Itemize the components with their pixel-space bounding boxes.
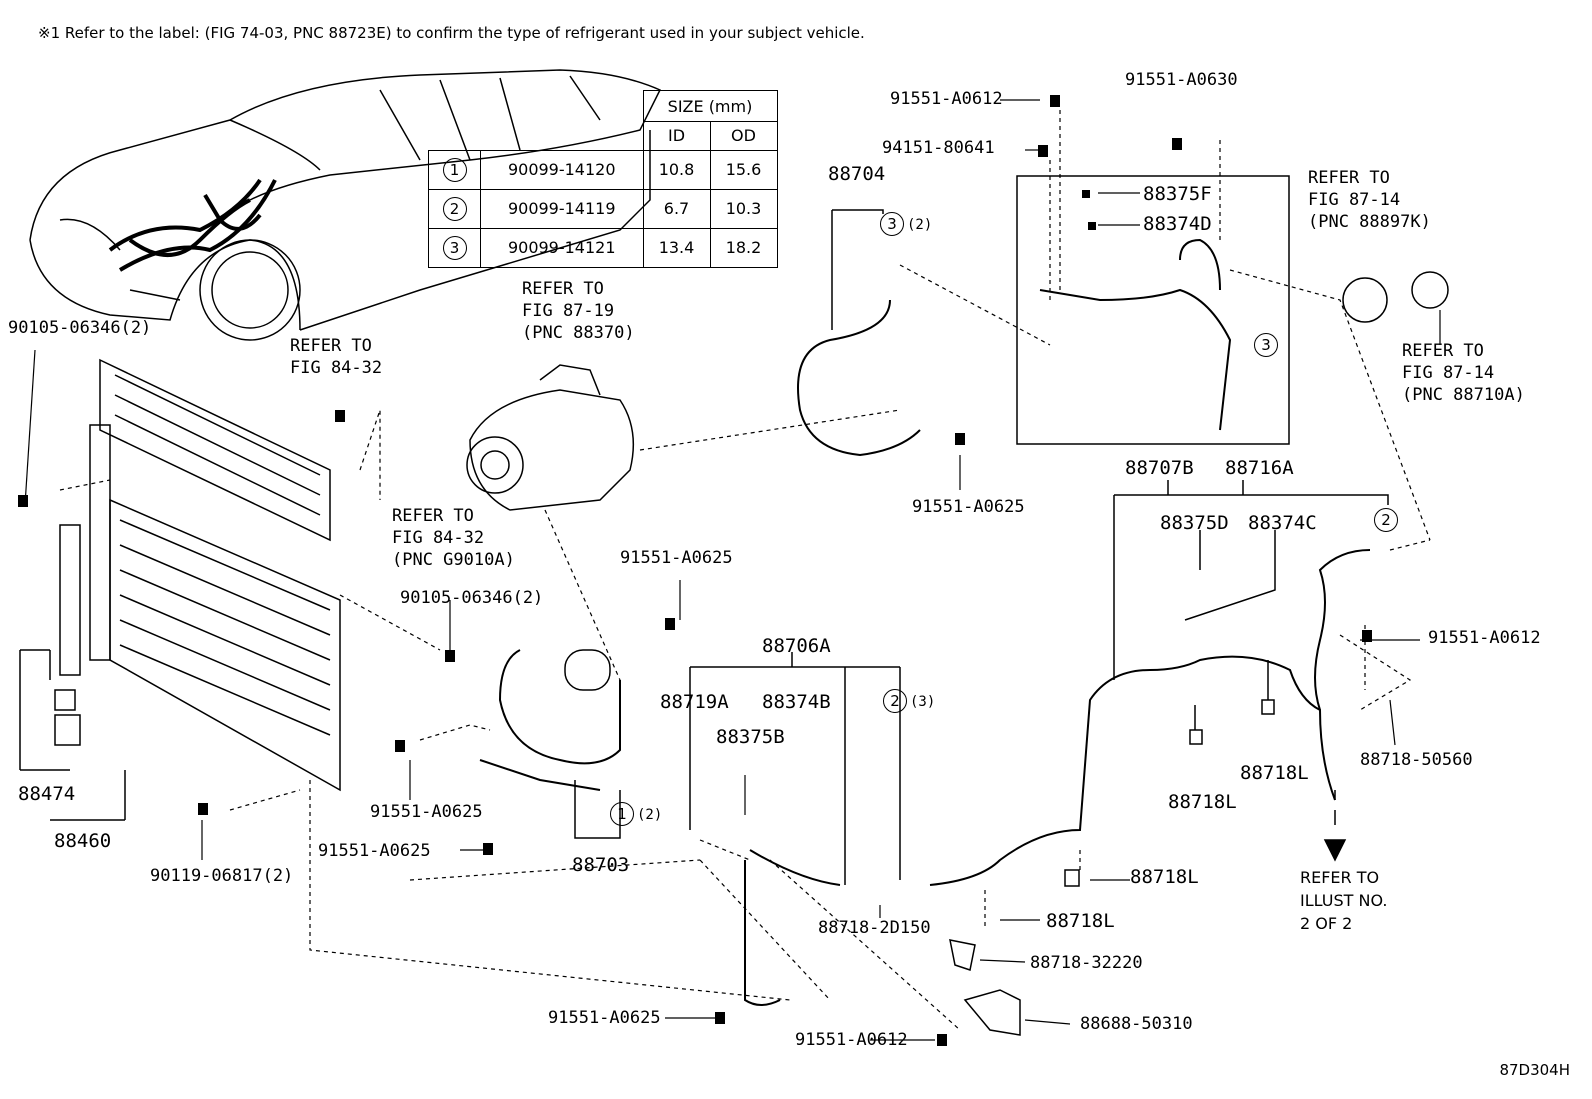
ref-illust-2: REFER TO ILLUST NO. 2 OF 2 bbox=[1300, 868, 1388, 933]
part-number: 90099-14121 bbox=[480, 227, 644, 268]
leader-lines bbox=[24, 99, 1441, 1041]
ref-fig-87-19: REFER TO FIG 87-19 (PNC 88370) bbox=[522, 279, 635, 343]
part-number: 90099-14119 bbox=[480, 188, 644, 229]
label-88718-50560: 88718-50560 bbox=[1360, 750, 1473, 770]
label-88704: 88704 bbox=[828, 163, 886, 185]
label-88718-2D150: 88718-2D150 bbox=[818, 918, 931, 938]
label-88374D: 88374D bbox=[1143, 213, 1212, 235]
small-parts bbox=[564, 271, 1449, 1036]
dashed-leaders bbox=[59, 110, 1431, 1031]
label-88460: 88460 bbox=[54, 830, 112, 852]
label-88688-50310: 88688-50310 bbox=[1080, 1014, 1193, 1034]
part-number: 90099-14120 bbox=[480, 149, 644, 190]
label-88718-32220: 88718-32220 bbox=[1030, 953, 1143, 973]
table-row: 3 90099-14121 13.4 18.2 bbox=[428, 227, 778, 268]
size-header: SIZE (mm) bbox=[642, 90, 778, 122]
refrigerant-note: ※1 Refer to the label: (FIG 74-03, PNC 8… bbox=[38, 24, 865, 42]
outer-diameter: 18.2 bbox=[709, 227, 778, 268]
label-91551-A0630: 91551-A0630 bbox=[1125, 70, 1238, 90]
figure-id: 87D304H bbox=[1499, 1061, 1570, 1079]
ref-fig-84-32-b: REFER TO FIG 84-32 (PNC G9010A) bbox=[392, 506, 515, 570]
label-88474: 88474 bbox=[18, 783, 76, 805]
hose-mark-1: 1(2) bbox=[610, 802, 662, 826]
label-91551-A0625-b: 91551-A0625 bbox=[620, 548, 733, 568]
callout-frames bbox=[19, 175, 1389, 885]
label-88375D: 88375D bbox=[1160, 512, 1229, 534]
inner-diameter: 13.4 bbox=[642, 227, 711, 268]
inner-diameter: 6.7 bbox=[642, 188, 711, 229]
label-88716A: 88716A bbox=[1225, 457, 1294, 479]
label-91551-A0612-top: 91551-A0612 bbox=[890, 89, 1003, 109]
label-90119-06817: 90119-06817(2) bbox=[150, 866, 294, 886]
ref-mark: 2 bbox=[442, 196, 467, 221]
outer-diameter: 15.6 bbox=[709, 149, 778, 190]
condenser-shape bbox=[54, 358, 341, 792]
label-88375F: 88375F bbox=[1143, 183, 1212, 205]
hose-mark-3-box: 3 bbox=[1254, 333, 1278, 357]
ref-fig-87-14-b: REFER TO FIG 87-14 (PNC 88710A) bbox=[1402, 341, 1525, 405]
label-88718L-c: 88718L bbox=[1130, 866, 1199, 888]
label-88718L-b: 88718L bbox=[1168, 791, 1237, 813]
label-91551-A0625-a: 91551-A0625 bbox=[912, 497, 1025, 517]
table-row: 1 90099-14120 10.8 15.6 bbox=[428, 149, 778, 190]
col-od: OD bbox=[709, 121, 778, 151]
col-id: ID bbox=[642, 121, 711, 151]
outer-diameter: 10.3 bbox=[709, 188, 778, 229]
label-88718L-a: 88718L bbox=[1240, 762, 1309, 784]
label-88707B: 88707B bbox=[1125, 457, 1194, 479]
label-91551-A0612-bottom: 91551-A0612 bbox=[795, 1030, 908, 1050]
vehicle-outline bbox=[29, 69, 662, 341]
hose-mark-3-top: 3(2) bbox=[880, 212, 932, 236]
table-row: 2 90099-14119 6.7 10.3 bbox=[428, 188, 778, 229]
ref-fig-84-32-a: REFER TO FIG 84-32 bbox=[290, 336, 383, 378]
label-88719A: 88719A bbox=[660, 691, 729, 713]
label-88375B: 88375B bbox=[716, 726, 785, 748]
label-88706A: 88706A bbox=[762, 635, 831, 657]
label-90105-06346-a: 90105-06346(2) bbox=[8, 318, 152, 338]
bolt-markers bbox=[18, 95, 1372, 1046]
label-94151-80641: 94151-80641 bbox=[882, 138, 995, 158]
hose-lines bbox=[479, 238, 1371, 1006]
ref-fig-87-14-a: REFER TO FIG 87-14 (PNC 88897K) bbox=[1308, 168, 1431, 232]
ref-mark: 1 bbox=[442, 157, 467, 182]
label-90105-06346-b: 90105-06346(2) bbox=[400, 588, 544, 608]
ref-mark: 3 bbox=[442, 235, 467, 260]
label-91551-A0612-right: 91551-A0612 bbox=[1428, 628, 1541, 648]
label-91551-A0625-c: 91551-A0625 bbox=[370, 802, 483, 822]
label-88718L-d: 88718L bbox=[1046, 910, 1115, 932]
label-88374C: 88374C bbox=[1248, 512, 1317, 534]
hose-mark-2-mid: 2(3) bbox=[883, 689, 935, 713]
hose-mark-2-right: 2 bbox=[1374, 508, 1398, 532]
label-91551-A0625-d: 91551-A0625 bbox=[318, 841, 431, 861]
compressor-shape bbox=[466, 364, 635, 511]
label-88703: 88703 bbox=[572, 854, 630, 876]
inner-diameter: 10.8 bbox=[642, 149, 711, 190]
hose-size-table: SIZE (mm) ID OD 1 90099-14120 10.8 15.6 … bbox=[428, 90, 778, 268]
label-88374B: 88374B bbox=[762, 691, 831, 713]
label-91551-A0625-e: 91551-A0625 bbox=[548, 1008, 661, 1028]
